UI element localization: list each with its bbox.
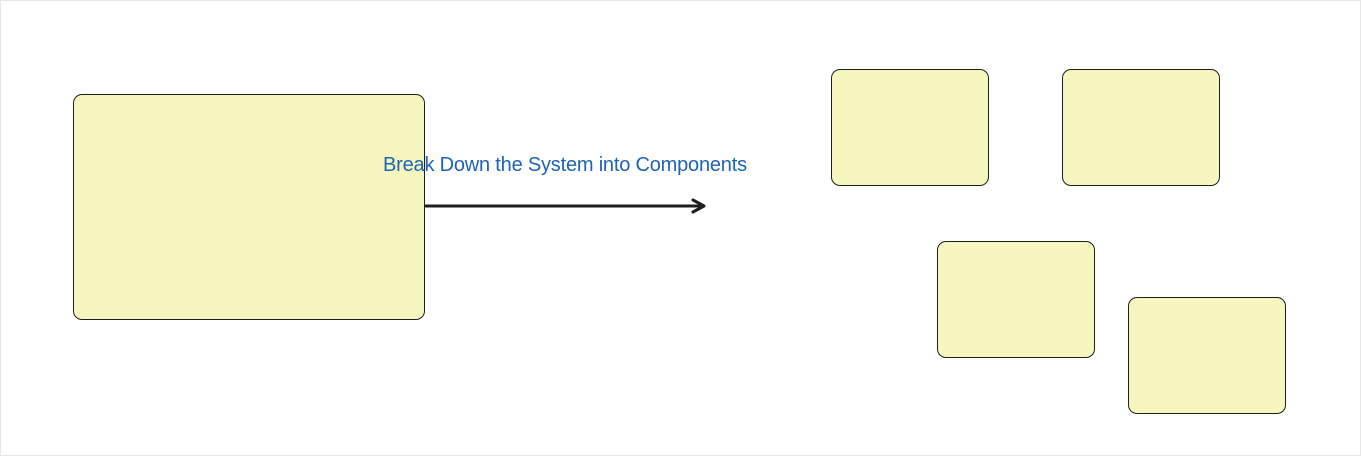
component-box-4[interactable] <box>1128 297 1286 414</box>
arrow-label[interactable]: Break Down the System into Components <box>383 154 747 176</box>
system-box[interactable] <box>73 94 425 320</box>
component-box-1[interactable] <box>831 69 989 186</box>
component-box-2[interactable] <box>1062 69 1220 186</box>
component-box-3[interactable] <box>937 241 1095 358</box>
arrow-head <box>691 198 706 214</box>
decompose-arrow[interactable] <box>421 191 721 221</box>
